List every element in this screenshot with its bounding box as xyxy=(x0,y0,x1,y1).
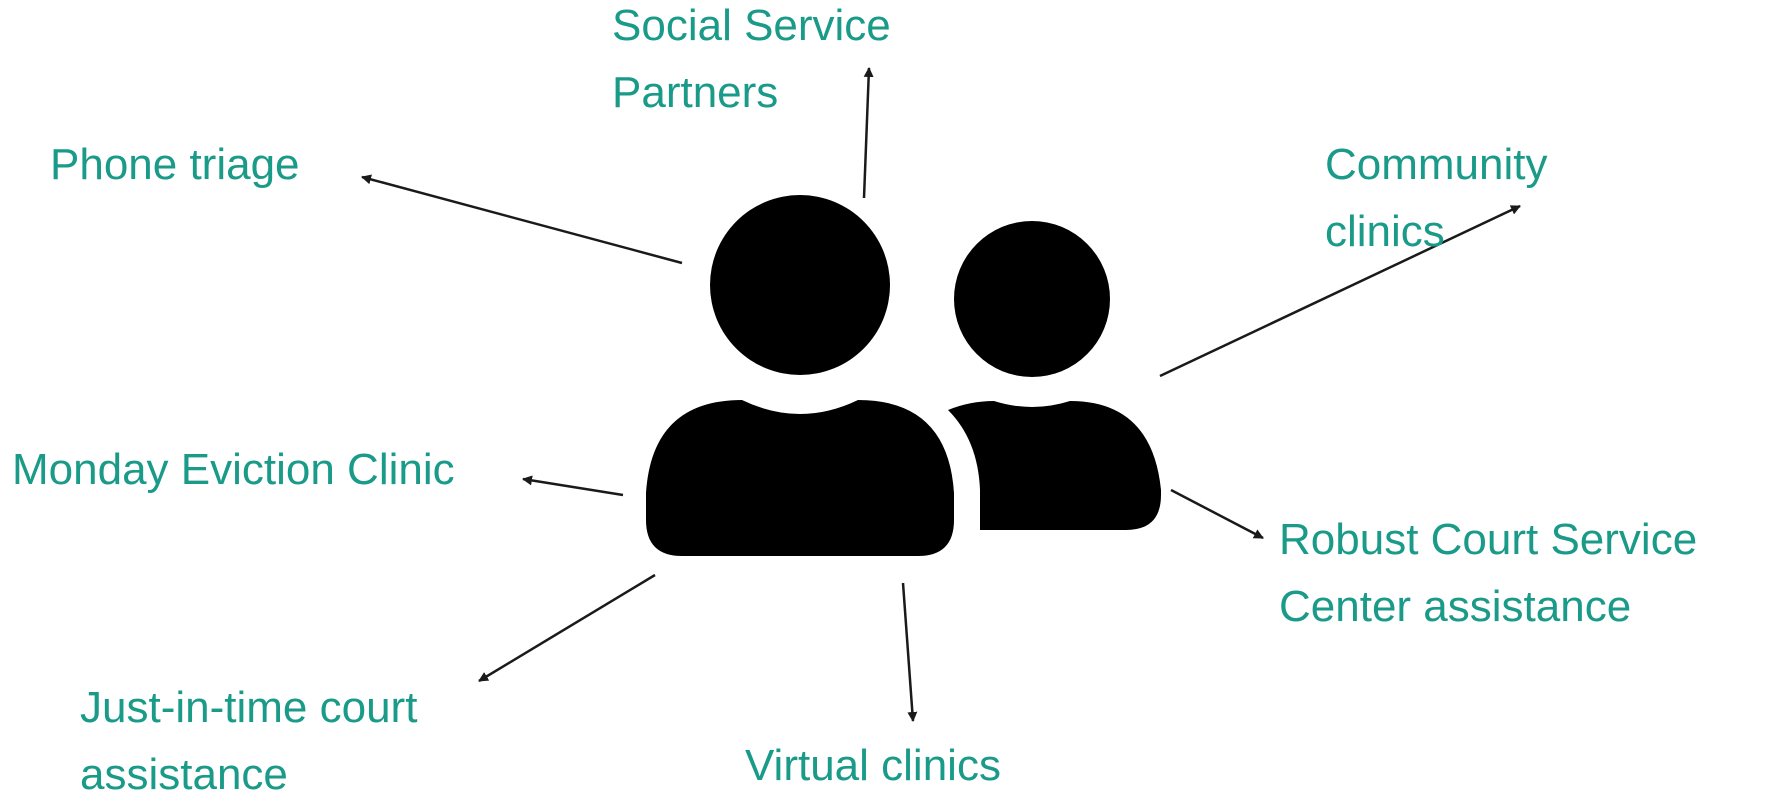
label-social-service-partners: Social Service Partners xyxy=(612,0,891,126)
back-person-body xyxy=(948,401,1161,530)
label-line: Center assistance xyxy=(1279,582,1632,631)
label-line: Robust Court Service xyxy=(1279,515,1698,564)
label-line: Social Service xyxy=(612,1,891,50)
label-line: clinics xyxy=(1325,207,1445,256)
arrow-to-just-in-time xyxy=(478,573,656,683)
arrow-to-monday-eviction xyxy=(522,475,624,497)
label-line: Partners xyxy=(612,68,779,117)
arrow-to-phone-triage xyxy=(361,174,683,265)
arrow-to-community-clinics xyxy=(1159,204,1521,378)
arrow-to-robust-court xyxy=(1170,488,1264,540)
back-person-head xyxy=(954,221,1110,377)
label-robust-court-service: Robust Court Service Center assistance xyxy=(1279,506,1697,640)
arrow-to-virtual-clinics xyxy=(901,582,918,722)
label-monday-eviction-clinic: Monday Eviction Clinic xyxy=(12,436,455,503)
label-line: assistance xyxy=(80,750,288,799)
label-line: Just-in-time court xyxy=(80,683,418,732)
people-icon xyxy=(646,195,1161,556)
label-line: Monday Eviction Clinic xyxy=(12,445,455,494)
front-person-body xyxy=(646,400,954,556)
label-just-in-time-court-assistance: Just-in-time court assistance xyxy=(80,674,417,808)
label-virtual-clinics: Virtual clinics xyxy=(745,732,1001,799)
label-community-clinics: Community clinics xyxy=(1325,131,1548,265)
label-phone-triage: Phone triage xyxy=(50,131,300,198)
label-line: Community xyxy=(1325,140,1548,189)
front-person-head xyxy=(710,195,890,375)
label-line: Phone triage xyxy=(50,140,300,189)
label-line: Virtual clinics xyxy=(745,741,1001,790)
arrow-to-social-service xyxy=(862,67,874,199)
